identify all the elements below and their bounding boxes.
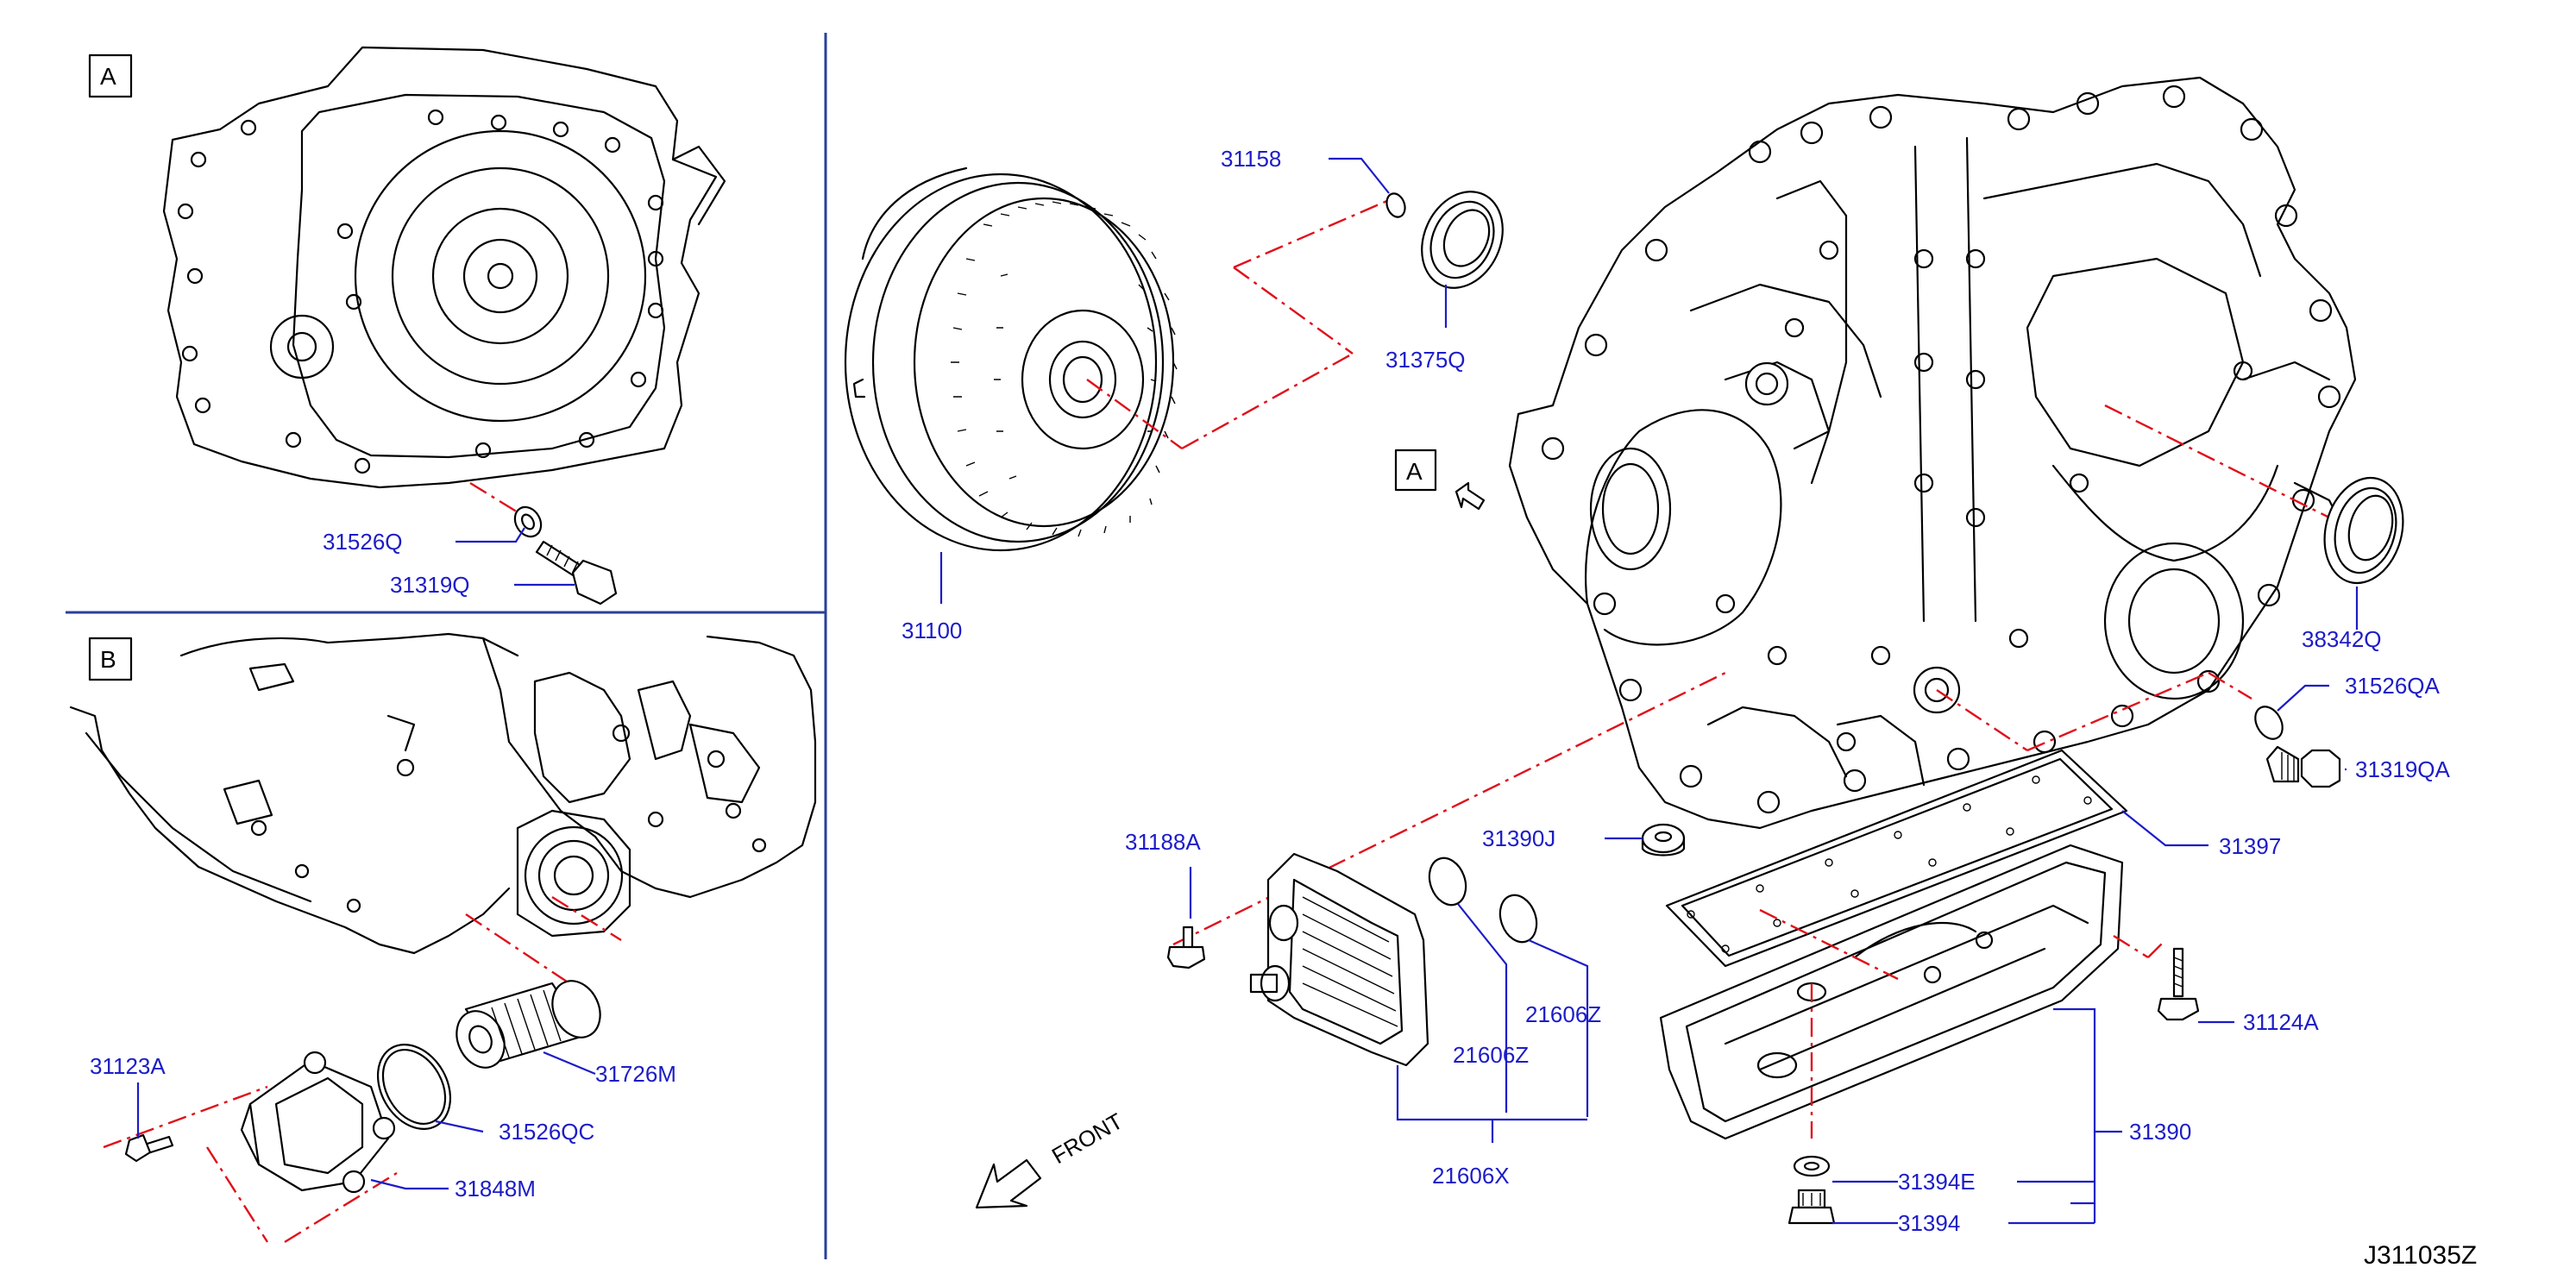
- bolt-31123A: [124, 1133, 174, 1163]
- callout-31394: 31394: [1898, 1210, 1960, 1236]
- callout-31726M: 31726M: [595, 1061, 676, 1087]
- gasket-31394E: [1793, 1155, 1831, 1177]
- oil-seal-31375Q: [1421, 191, 1504, 289]
- bolt-31124A: [2157, 947, 2200, 1021]
- callout-31526QC: 31526QC: [499, 1119, 594, 1145]
- front-label: FRONT: [1047, 1107, 1128, 1169]
- callout-31319Q: 31319Q: [390, 572, 470, 598]
- inset-a-label: A: [100, 63, 116, 90]
- o-ring-21606Z-b: [1498, 894, 1538, 944]
- callout-31390: 31390: [2129, 1119, 2191, 1145]
- callout-31123A: 31123A: [90, 1053, 166, 1079]
- torque-converter-31100: [844, 166, 1178, 552]
- main-view: 31100 31158 31375Q A: [844, 76, 2477, 1270]
- callout-31124A: 31124A: [2243, 1009, 2319, 1035]
- callout-21606Z-a: 21606Z: [1453, 1042, 1529, 1068]
- callout-21606X: 21606X: [1432, 1163, 1510, 1189]
- callout-31397: 31397: [2219, 833, 2281, 859]
- plug-31319QA: [2265, 745, 2341, 788]
- callout-31526QA: 31526QA: [2345, 673, 2441, 699]
- inset-b: B: [69, 632, 817, 1244]
- callout-31100: 31100: [902, 618, 962, 643]
- bolt-31188A: [1166, 925, 1206, 969]
- washer-31390J: [1641, 823, 1686, 856]
- inset-a: A: [88, 46, 726, 605]
- diagram-code: J311035Z: [2364, 1241, 2477, 1270]
- oil-seal-38342Q: [2323, 476, 2404, 585]
- callout-31375Q: 31375Q: [1385, 347, 1466, 373]
- view-arrow-icon: [1454, 481, 1486, 511]
- pan-gasket-31397: [1665, 749, 2128, 968]
- view-a-marker: A: [1406, 458, 1423, 485]
- washer-31526Q: [513, 505, 543, 538]
- callout-31848M: 31848M: [455, 1176, 536, 1202]
- o-ring-31158: [1385, 192, 1406, 218]
- front-direction-arrow: FRONT: [975, 1107, 1128, 1209]
- callout-38342Q: 38342Q: [2302, 626, 2382, 652]
- oil-pan-31390: [1659, 844, 2124, 1140]
- callout-31188A: 31188A: [1125, 829, 1201, 855]
- washer-31526QA: [2254, 706, 2284, 740]
- oil-cooler-21606X: [1249, 852, 1429, 1067]
- transmission-housing-side-view: [69, 632, 817, 955]
- inset-b-label: B: [100, 646, 116, 673]
- callout-31390J: 31390J: [1482, 825, 1555, 851]
- callout-31394E: 31394E: [1898, 1169, 1976, 1195]
- callout-31319QA: 31319QA: [2355, 756, 2451, 782]
- callout-31158: 31158: [1221, 146, 1281, 172]
- transaxle-case: [1508, 76, 2357, 830]
- oil-filter-31726M: [456, 980, 601, 1069]
- transmission-housing-front-view: [162, 46, 726, 489]
- bolt-31319Q: [535, 540, 618, 605]
- drain-plug-31394: [1787, 1189, 1836, 1225]
- callout-31526Q: 31526Q: [323, 529, 403, 555]
- o-ring-31526QC: [376, 1044, 452, 1130]
- filter-cover-31848M: [240, 1051, 396, 1194]
- arrow-icon: [975, 1158, 1042, 1209]
- o-ring-21606Z-a: [1428, 856, 1467, 907]
- callout-21606Z-b: 21606Z: [1525, 1001, 1601, 1027]
